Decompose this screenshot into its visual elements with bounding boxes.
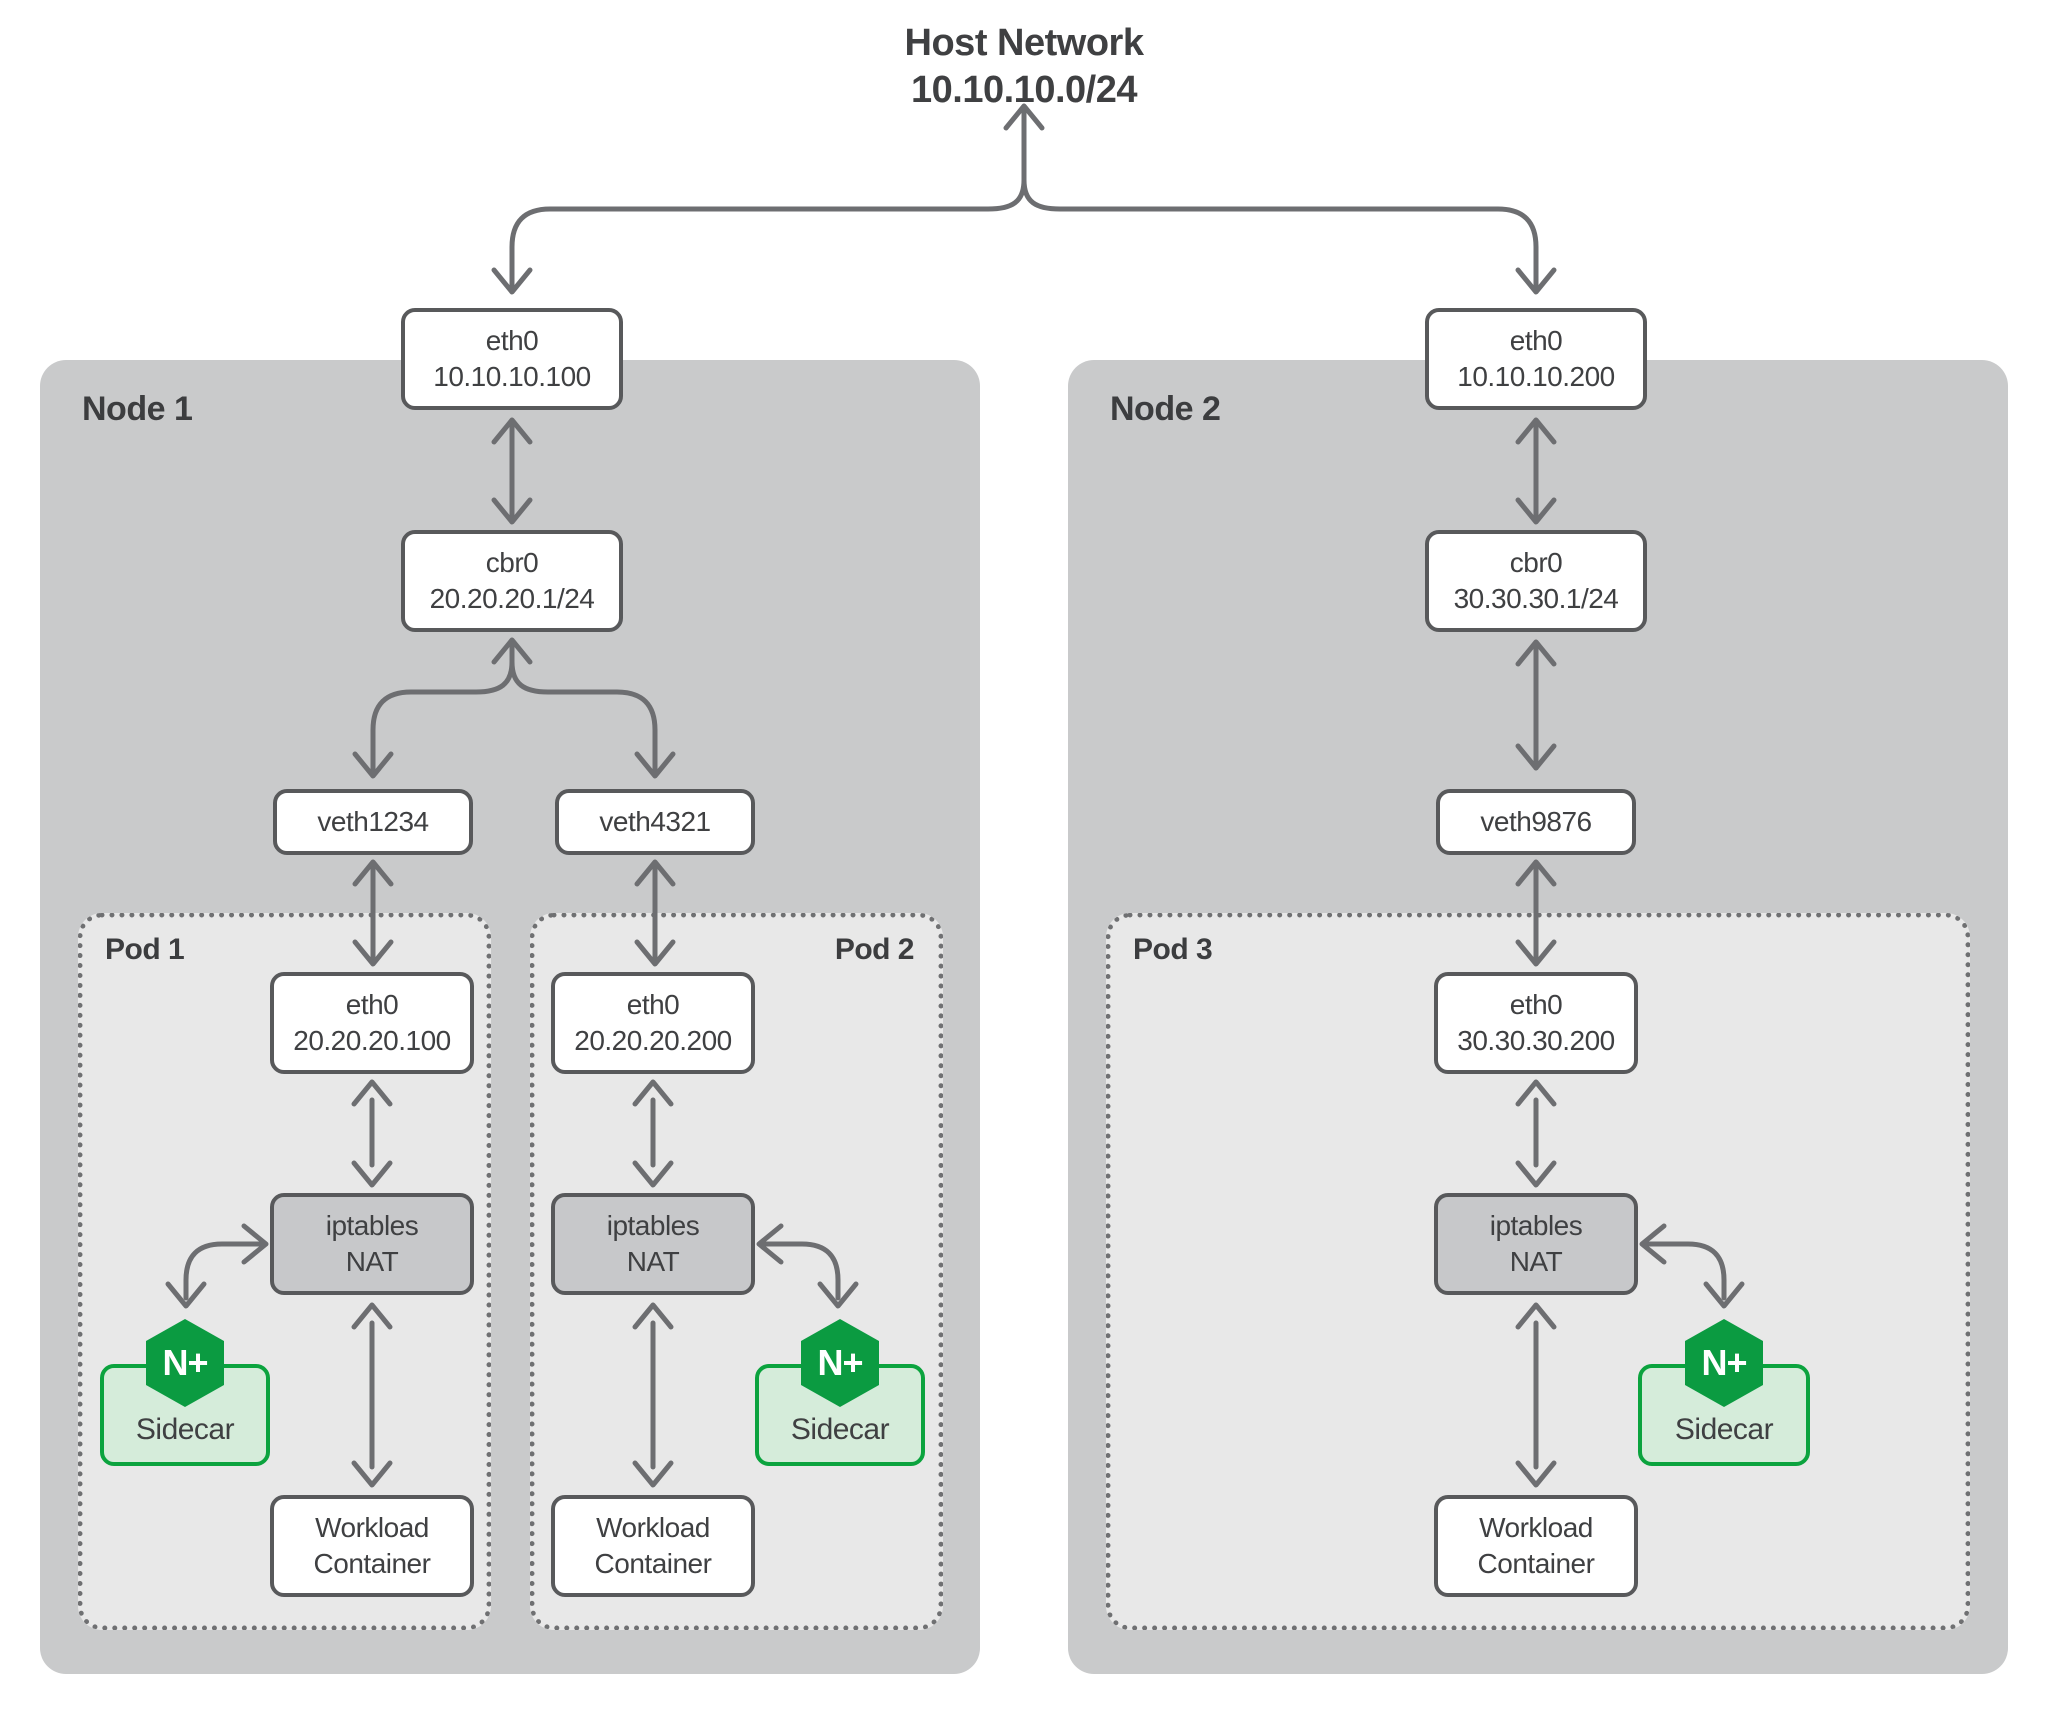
veth4321-box: veth4321	[555, 789, 755, 855]
pod-1-workload-container-box: Workload Container	[270, 1495, 474, 1597]
sidecar-label: Sidecar	[135, 1413, 235, 1446]
pod-3-label: Pod 3	[1133, 933, 1213, 966]
pod-2-eth0-box: eth0 20.20.20.200	[551, 972, 755, 1074]
arrowhead-up-cbr0	[491, 637, 533, 665]
interface-ip: 20.20.20.1/24	[429, 583, 595, 614]
pod-2-workload-container-box: Workload Container	[551, 1495, 755, 1597]
pod-1-eth0-box: eth0 20.20.20.100	[270, 972, 474, 1074]
nginx-plus-badge-text: N+	[817, 1342, 863, 1383]
interface-ip: 10.10.10.100	[433, 361, 591, 392]
interface-name: eth0	[626, 989, 680, 1020]
pod-1-label: Pod 1	[105, 933, 185, 966]
workload-line1: Workload	[1479, 1512, 1593, 1543]
interface-name: eth0	[345, 989, 399, 1020]
node-2-label: Node 2	[1110, 390, 1221, 428]
nat-line1: iptables	[1489, 1210, 1583, 1241]
branch-to-veth4321	[509, 641, 658, 773]
sidecar-label: Sidecar	[1674, 1413, 1774, 1446]
interface-name: eth0	[1509, 325, 1563, 356]
nat-line2: NAT	[626, 1246, 680, 1277]
workload-line2: Container	[313, 1548, 431, 1579]
pod-1-sidecar-box: Sidecar	[100, 1364, 270, 1466]
branch-to-node1	[509, 177, 1027, 289]
node-1-cbr0-box: cbr0 20.20.20.1/24	[401, 530, 623, 632]
nat-line2: NAT	[345, 1246, 399, 1277]
host-network-name: Host Network	[904, 22, 1144, 64]
pod-1-iptables-nat-box: iptables NAT	[270, 1193, 474, 1295]
nat-line1: iptables	[606, 1210, 700, 1241]
arrowhead-down-node1-eth0	[491, 267, 533, 295]
interface-ip: 10.10.10.200	[1457, 361, 1615, 392]
pod-3-iptables-nat-box: iptables NAT	[1434, 1193, 1638, 1295]
pod-2-iptables-nat-box: iptables NAT	[551, 1193, 755, 1295]
workload-line2: Container	[594, 1548, 712, 1579]
interface-name: eth0	[485, 325, 539, 356]
interface-name: cbr0	[1509, 547, 1563, 578]
workload-line2: Container	[1477, 1548, 1595, 1579]
pod-3-eth0-box: eth0 30.30.30.200	[1434, 972, 1638, 1074]
host-network-title: Host Network 10.10.10.0/24	[724, 20, 1324, 114]
sidecar-label: Sidecar	[790, 1413, 890, 1446]
arrowhead-down-node2-eth0	[1515, 267, 1557, 295]
nginx-plus-badge-text: N+	[162, 1342, 208, 1383]
branch-to-node2	[1021, 177, 1539, 289]
branch-to-veth1234	[370, 641, 515, 773]
node-1-label: Node 1	[82, 390, 193, 428]
node-1-eth0-box: eth0 10.10.10.100	[401, 308, 623, 410]
interface-ip: 30.30.30.200	[1457, 1025, 1615, 1056]
interface-name: veth4321	[599, 806, 711, 837]
veth1234-box: veth1234	[273, 789, 473, 855]
interface-name: veth1234	[317, 806, 429, 837]
workload-line1: Workload	[315, 1512, 429, 1543]
link-pod2-nat-sidecar	[760, 1241, 841, 1301]
pod-2-label: Pod 2	[834, 933, 915, 966]
interface-name: veth9876	[1480, 806, 1592, 837]
workload-line1: Workload	[596, 1512, 710, 1543]
nginx-plus-badge-text: N+	[1701, 1342, 1747, 1383]
link-pod3-nat-sidecar	[1643, 1241, 1727, 1301]
node-2-cbr0-box: cbr0 30.30.30.1/24	[1425, 530, 1647, 632]
interface-ip: 20.20.20.200	[574, 1025, 732, 1056]
node-2-eth0-box: eth0 10.10.10.200	[1425, 308, 1647, 410]
interface-name: eth0	[1509, 989, 1563, 1020]
interface-ip: 30.30.30.1/24	[1453, 583, 1619, 614]
interface-ip: 20.20.20.100	[293, 1025, 451, 1056]
arrowhead-up-host	[1003, 103, 1045, 131]
nat-line2: NAT	[1509, 1246, 1563, 1277]
nat-line1: iptables	[325, 1210, 419, 1241]
link-pod1-nat-sidecar	[183, 1241, 265, 1301]
interface-name: cbr0	[485, 547, 539, 578]
veth9876-box: veth9876	[1436, 789, 1636, 855]
pod-3-workload-container-box: Workload Container	[1434, 1495, 1638, 1597]
